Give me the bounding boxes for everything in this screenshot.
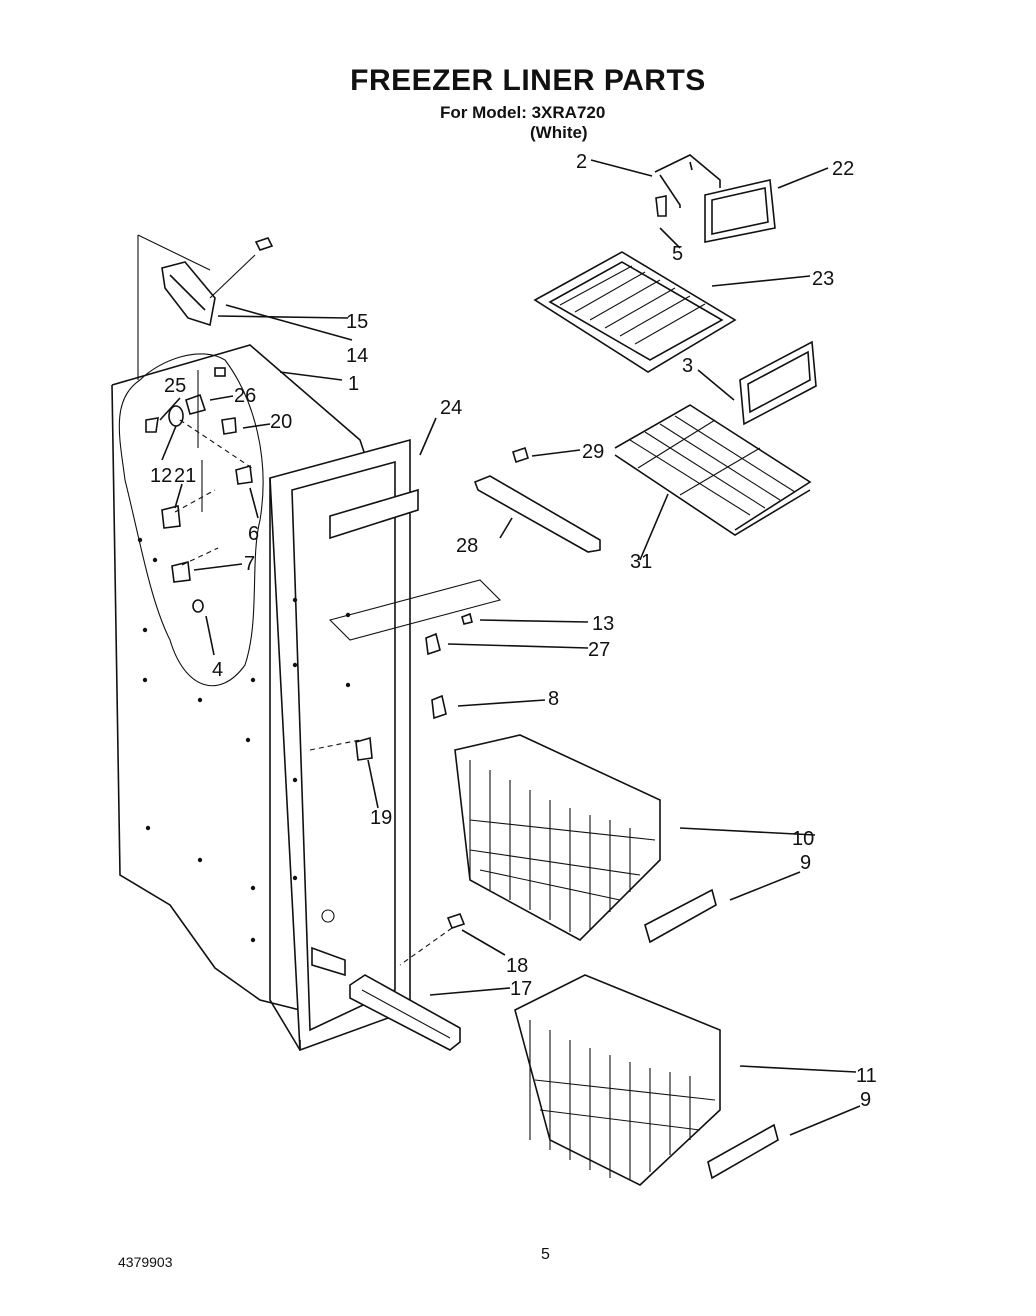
callout-labels: 1 2 3 4 5 6 7 8 9 9 10 11 12 13 14 15 17… — [150, 151, 877, 1111]
shelf-support-28 — [473, 446, 601, 553]
callout-6: 6 — [248, 523, 259, 545]
callout-28: 28 — [456, 535, 478, 557]
callout-26: 26 — [234, 385, 256, 407]
callout-29: 29 — [582, 441, 604, 463]
callout-5: 5 — [672, 243, 683, 265]
clip-8 — [431, 694, 447, 720]
clip-27 — [425, 632, 441, 656]
callout-14: 14 — [346, 345, 368, 367]
wire-basket-10 — [454, 734, 661, 941]
callout-7: 7 — [244, 553, 255, 575]
callout-9b: 9 — [860, 1089, 871, 1111]
callout-27: 27 — [588, 639, 610, 661]
callout-31: 31 — [630, 551, 652, 573]
shelf-front-3 — [739, 340, 817, 426]
callout-22: 22 — [832, 158, 854, 180]
callout-1: 1 — [348, 373, 359, 395]
basket-handle-9a — [644, 888, 717, 944]
callout-11: 11 — [856, 1065, 877, 1087]
callout-13: 13 — [592, 613, 614, 635]
model-line: For Model: 3XRA720 — [440, 103, 606, 122]
callout-2: 2 — [576, 151, 587, 173]
basket-handle-9b — [707, 1123, 779, 1180]
wire-shelf-31 — [614, 404, 812, 536]
screw-18 — [446, 913, 466, 929]
shelf-front-22 — [704, 179, 776, 243]
air-tower-cover-24 — [329, 488, 419, 540]
callout-20: 20 — [270, 411, 292, 433]
bracket-14 — [161, 237, 274, 327]
callout-12: 12 — [150, 465, 172, 487]
page-number: 5 — [541, 1246, 550, 1263]
color-note: (White) — [530, 123, 588, 142]
callout-4: 4 — [212, 659, 223, 681]
clip-13 — [461, 612, 473, 625]
callout-17: 17 — [510, 978, 532, 1000]
callout-23: 23 — [812, 268, 834, 290]
callout-18: 18 — [506, 955, 528, 977]
page-title: FREEZER LINER PARTS — [350, 64, 706, 97]
callout-21: 21 — [174, 465, 196, 487]
leader-lines — [159, 159, 861, 1136]
callout-19: 19 — [370, 807, 392, 829]
document-number: 4379903 — [118, 1254, 173, 1270]
callout-15: 15 — [346, 311, 368, 333]
wire-basket-11 — [514, 974, 721, 1186]
glass-shelf-23 — [533, 251, 737, 373]
callout-10: 10 — [792, 828, 814, 850]
callout-8: 8 — [548, 688, 559, 710]
callout-3: 3 — [682, 355, 693, 377]
bottom-grille-17 — [349, 974, 461, 1051]
callout-24: 24 — [440, 397, 462, 419]
shelf-bracket-2 — [654, 154, 721, 217]
callout-9a: 9 — [800, 852, 811, 874]
callout-25: 25 — [164, 375, 186, 397]
freezer-liner-cabinet — [111, 234, 502, 1052]
